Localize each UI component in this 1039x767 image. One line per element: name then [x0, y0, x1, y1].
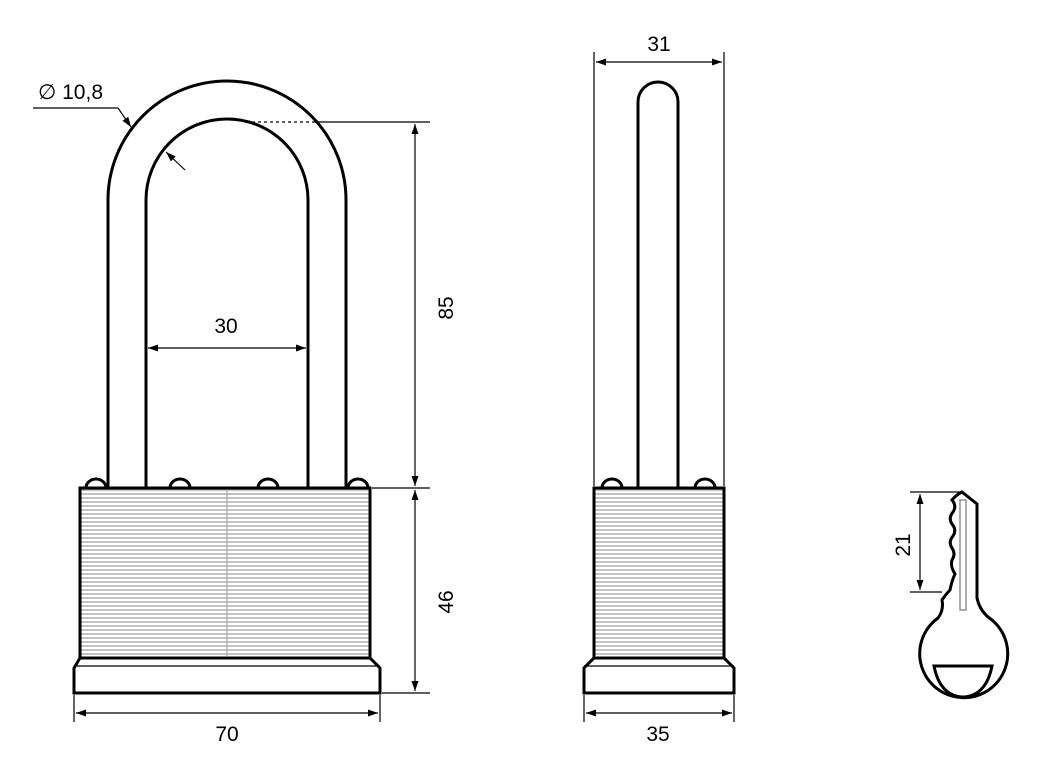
shackle-side [636, 80, 680, 488]
body-depth-label: 35 [646, 723, 669, 746]
body-height-label: 46 [435, 590, 458, 613]
key-slot [932, 664, 994, 699]
shackle-height-label: 85 [435, 296, 458, 319]
lock-base-side [582, 656, 736, 695]
front-view: ∅ 10,8 30 85 46 70 [33, 79, 458, 746]
key-groove [959, 499, 967, 611]
shackle-depth-label: 31 [647, 33, 670, 56]
key: 21 [892, 490, 1010, 700]
key-outline [918, 490, 1010, 700]
inner-width-label: 30 [214, 315, 237, 338]
side-view: 31 35 [582, 33, 736, 746]
body-width-label: 70 [215, 723, 238, 746]
lock-body-side [592, 486, 726, 660]
shackle-front [106, 79, 348, 488]
lock-base-front [72, 656, 382, 695]
rivets [84, 477, 370, 489]
key-length-label: 21 [892, 533, 915, 556]
diameter-label: ∅ 10,8 [38, 81, 103, 104]
lock-body-front [78, 486, 372, 660]
